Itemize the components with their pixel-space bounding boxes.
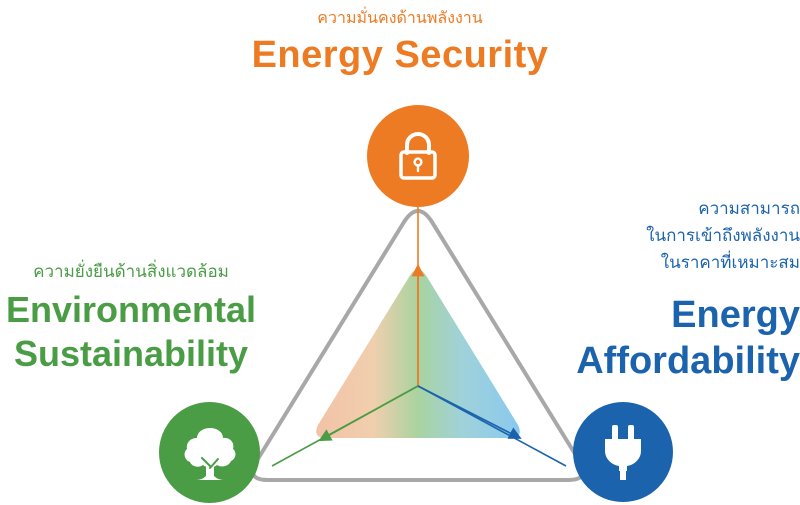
affordability-thai-line3: ในราคาที่เหมาะสม: [660, 253, 800, 273]
energy-affordability-title: Energy Affordability: [560, 292, 800, 384]
energy-security-title: Energy Security: [251, 34, 549, 76]
affordability-thai-line1: ความสามารถ: [698, 199, 800, 219]
tree-icon: [184, 427, 235, 480]
affordability-axis-arrow: [417, 385, 522, 439]
environmental-title-line2: Sustainability: [13, 333, 249, 374]
energy-security-thai-label: ความมั่นคงด้านพลังงาน: [317, 8, 483, 27]
energy-security-circle: [367, 105, 469, 207]
plug-icon: [605, 425, 641, 480]
energy-affordability-circle: [573, 402, 673, 502]
energy-affordability-thai-label: ความสามารถ ในการเข้าถึงพลังงาน ในราคาที่…: [574, 196, 800, 277]
affordability-title-line2: Affordability: [576, 340, 800, 382]
environmental-sustainability-title: Environmental Sustainability: [0, 288, 262, 376]
padlock-icon: [399, 132, 437, 180]
environmental-sustainability-circle: [159, 402, 260, 503]
affordability-title-line1: Energy: [671, 294, 800, 336]
environmental-title-line1: Environmental: [5, 289, 257, 330]
environment-axis-arrow: [318, 385, 419, 442]
affordability-thai-line2: ในการเข้าถึงพลังงาน: [646, 226, 800, 246]
environmental-sustainability-thai-label: ความยั่งยืนด้านสิ่งแวดล้อม: [33, 262, 229, 282]
